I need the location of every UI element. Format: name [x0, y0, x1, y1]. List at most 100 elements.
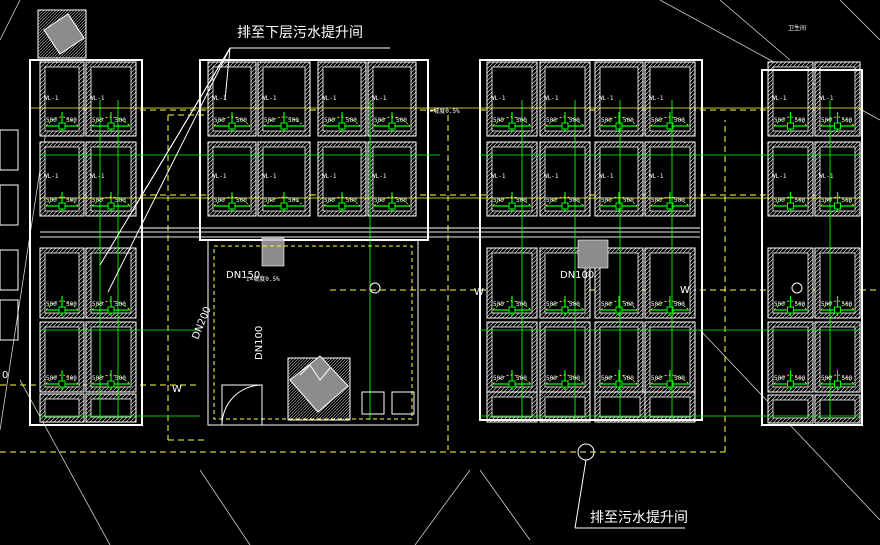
equipment-box [0, 184, 19, 226]
dim-label: 500 [493, 197, 504, 204]
dim-label: 500 [651, 301, 662, 308]
pump-room [207, 239, 803, 461]
drain-fitting [280, 202, 288, 210]
stall-interior [819, 399, 856, 419]
fixture-code: WL-1 [44, 95, 59, 102]
drain-fitting [508, 306, 516, 314]
dim-label: 500 [795, 301, 806, 308]
slope-note-a: i=坡度0.5% [246, 275, 280, 283]
dim-label: 500 [214, 117, 225, 124]
dim-label: 500 [601, 301, 612, 308]
water-w2: W [474, 287, 484, 298]
dim-label: 500 [346, 197, 357, 204]
dim-label: 500 [774, 375, 785, 382]
stall-interior [44, 146, 80, 212]
dim-label: 500 [374, 117, 385, 124]
fixture-code: WL-1 [544, 95, 559, 102]
dim-label: 500 [92, 197, 103, 204]
dim-label: 500 [46, 301, 57, 308]
dim-label: 500 [516, 375, 527, 382]
drain-fitting [338, 122, 346, 130]
pipe-label-dn100-b: DN100 [254, 326, 265, 360]
dim-label: 500 [623, 301, 634, 308]
drain-fitting [58, 380, 66, 388]
water-curve [213, 196, 251, 207]
dim-label: 500 [821, 197, 832, 204]
dim-label: 500 [674, 375, 685, 382]
drain-fitting [787, 202, 794, 210]
fixture-code: WL-1 [90, 95, 105, 102]
fixture-code: WL-1 [90, 173, 105, 180]
drain-fitting [615, 202, 623, 210]
water-curve [323, 196, 361, 207]
drain-fitting [787, 122, 794, 130]
fixture-code: WL-1 [322, 173, 337, 180]
note-to-lower-lift-room: 排至下层污水提升间 [237, 25, 363, 41]
water-curve [91, 116, 131, 127]
fixture-code: WL-1 [372, 95, 387, 102]
dim-label: 500 [842, 117, 853, 124]
dim-label: 500 [842, 375, 853, 382]
water-w1: W [172, 384, 182, 395]
stall-interior [772, 399, 809, 419]
water-curve [600, 300, 638, 311]
dim-label: 500 [546, 117, 557, 124]
drain-fitting [58, 202, 66, 210]
equipment-box [0, 129, 19, 171]
dim-label: 500 [46, 117, 57, 124]
dim-label: 500 [546, 301, 557, 308]
building-walls [0, 59, 863, 426]
drain-fitting [666, 122, 674, 130]
dim-label: 500 [601, 197, 612, 204]
drain-fitting [834, 202, 841, 210]
dim-label: 500 [288, 117, 299, 124]
dim-label: 500 [674, 117, 685, 124]
drain-fitting [561, 306, 569, 314]
drain-fitting [58, 306, 66, 314]
dim-label: 500 [288, 197, 299, 204]
dim-label: 500 [795, 197, 806, 204]
stall-interior [44, 398, 80, 418]
water-curve [545, 196, 585, 207]
dim-label: 500 [66, 375, 77, 382]
left-edge-mark: 0 [2, 370, 8, 381]
water-curve [323, 116, 361, 127]
stall-interior [544, 396, 586, 418]
outer-wall [761, 69, 863, 426]
drain-fitting [615, 380, 623, 388]
water-curve [373, 116, 411, 127]
pipe-label-dn100-a: DN100 [560, 270, 594, 281]
dim-label: 500 [842, 197, 853, 204]
dim-label: 500 [324, 117, 335, 124]
water-w3: W [680, 285, 690, 296]
water-curve [492, 116, 532, 127]
dim-label: 500 [236, 197, 247, 204]
note-to-lift-room: 排至污水提升间 [590, 510, 688, 526]
dim-label: 500 [569, 117, 580, 124]
outer-wall [479, 59, 703, 421]
dim-label: 500 [516, 197, 527, 204]
dim-label: 500 [651, 375, 662, 382]
water-curve [492, 374, 532, 385]
fixture-code: WL-1 [649, 95, 664, 102]
dim-label: 500 [623, 197, 634, 204]
water-curve [213, 116, 251, 127]
dim-label: 500 [396, 197, 407, 204]
fixture-code: WL-1 [372, 173, 387, 180]
equipment-box [0, 249, 19, 291]
dim-label: 500 [569, 375, 580, 382]
water-curve [545, 374, 585, 385]
water-curve [545, 116, 585, 127]
dim-label: 500 [46, 197, 57, 204]
dim-label: 500 [115, 301, 126, 308]
fixture-code: WL-1 [599, 173, 614, 180]
fixture-code: WL-1 [262, 173, 277, 180]
drain-fitting [561, 122, 569, 130]
dimension-labels: 500 500 500 500 500 500 500 500 500 500 500 500 500 5… [44, 95, 853, 382]
dim-label: 500 [115, 197, 126, 204]
drain-fitting [107, 306, 115, 314]
fixture-code: WL-1 [212, 173, 227, 180]
drain-fitting [107, 202, 115, 210]
fixture-code: WL-1 [599, 95, 614, 102]
dim-label: 500 [623, 117, 634, 124]
